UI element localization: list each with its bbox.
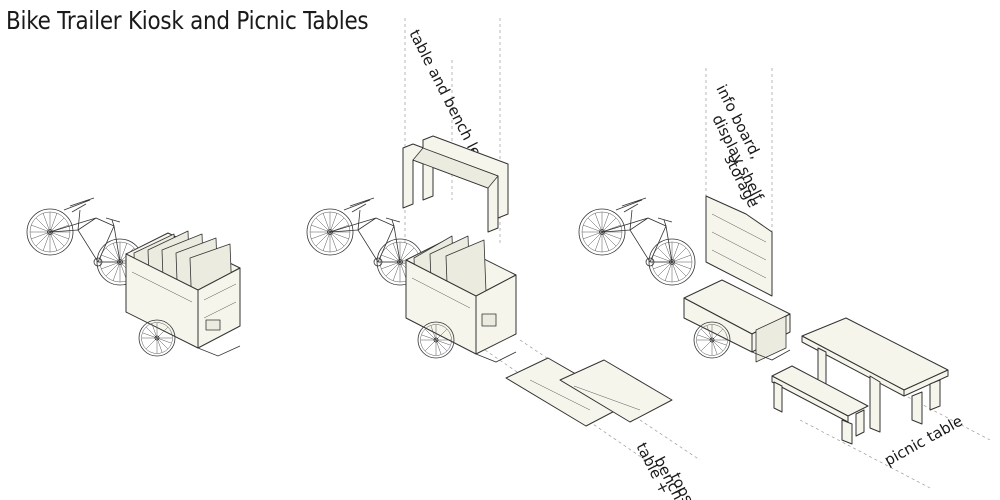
- picnic-table: [771, 317, 949, 445]
- table-and-bench-legs: [402, 135, 509, 233]
- diagram-title: Bike Trailer Kiosk and Picnic Tables: [6, 6, 369, 35]
- trailer-opened: [405, 235, 517, 363]
- exploded-trailer-group: table and bench legs: [307, 18, 701, 500]
- packed-trailer-group: [27, 198, 241, 357]
- trailer-packed: [125, 230, 241, 357]
- kiosk-and-picnic-group: info board, display shelf, storage: [579, 68, 991, 489]
- bicycle-3: [579, 198, 695, 285]
- table-and-bench-tops: [505, 357, 673, 427]
- label-picnic: picnic table: [881, 412, 965, 470]
- kiosk-trailer: [683, 195, 791, 363]
